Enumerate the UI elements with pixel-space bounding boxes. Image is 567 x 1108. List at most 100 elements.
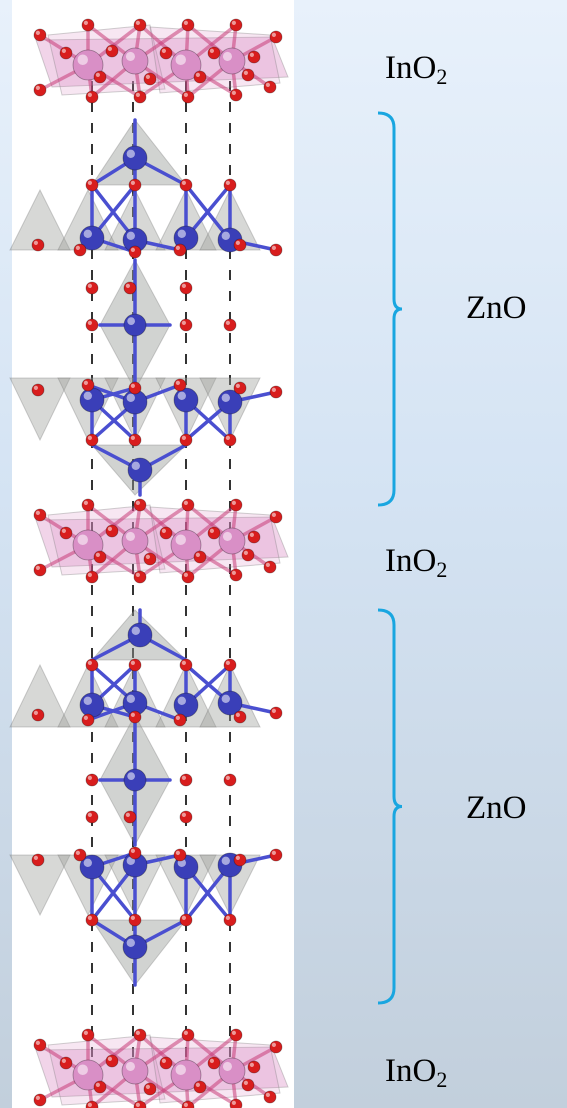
zinc-atom [173,692,199,718]
oxygen-atom-highlight [61,1058,66,1063]
oxygen-atom-highlight [125,283,130,288]
oxygen-atom [123,281,137,295]
oxygen-atom-highlight [225,320,230,325]
oxygen-atom-highlight [61,48,66,54]
oxygen-atom [223,433,237,447]
label-ino2-bottom: InO2 [385,1053,448,1092]
oxygen-atom [179,281,193,295]
oxygen-atom [85,913,99,927]
oxygen-atom [128,381,142,395]
oxygen-atom [181,90,195,104]
oxygen-atom [81,713,95,727]
oxygen-atom [173,378,187,392]
oxygen-atom-highlight [83,20,88,25]
zinc-atom [123,313,147,337]
oxygen-atom [59,46,73,60]
indium-atom-highlight [77,54,88,65]
oxygen-atom-highlight [225,435,230,440]
oxygen-atom-highlight [249,532,254,538]
oxygen-atom [143,72,157,86]
polyhedron-face [9,663,71,728]
indium-atom-highlight [222,1061,232,1071]
oxygen-atom [241,1078,255,1092]
oxygen-atom-highlight [161,528,166,534]
oxygen-atom [85,810,99,824]
oxygen-atom [173,713,187,727]
zinc-atom-highlight [126,393,135,402]
indium-atom-highlight [77,1064,88,1075]
indium-atom-highlight [125,51,135,61]
zinc-atom-highlight [126,694,135,703]
oxygen-atom-highlight [130,435,135,440]
zinc-atom-highlight [127,772,135,781]
oxygen-atom-highlight [175,245,180,250]
oxygen-atom-highlight [125,812,130,818]
oxygen-atom-highlight [271,512,276,518]
oxygen-atom-highlight [130,180,135,185]
oxygen-atom-highlight [87,812,92,818]
zinc-atom [123,768,147,792]
zinc-atom-highlight [126,938,135,947]
oxygen-atom [73,243,87,257]
indium-atom-highlight [175,54,186,65]
oxygen-atom-highlight [183,20,188,25]
zinc-atom-highlight [83,858,93,867]
oxygen-atom [81,498,95,512]
oxygen-atom [128,710,142,724]
oxygen-atom [81,18,95,32]
oxygen-atom-highlight [161,1058,166,1063]
oxygen-atom-highlight [265,1092,270,1097]
oxygen-atom [128,913,142,927]
oxygen-atom-highlight [130,383,135,388]
oxygen-atom-highlight [145,1084,150,1089]
oxygen-atom [181,1028,195,1042]
oxygen-atom-highlight [75,245,80,250]
zinc-atom-highlight [177,391,186,400]
oxygen-atom-highlight [265,562,270,568]
oxygen-atom [123,810,137,824]
oxygen-atom-highlight [181,812,186,818]
oxygen-atom [93,550,107,564]
oxygen-atom-highlight [271,387,276,392]
oxygen-atom [179,913,193,927]
oxygen-atom-highlight [235,855,240,861]
label-zno-upper: ZnO [466,290,527,326]
oxygen-atom [133,498,147,512]
oxygen-atom [269,30,283,44]
oxygen-atom [33,563,47,577]
zinc-atom-highlight [131,626,140,635]
oxygen-atom-highlight [95,552,100,558]
oxygen-atom-highlight [135,500,140,505]
oxygen-atom [133,18,147,32]
zinc-atom-highlight [83,696,93,705]
zinc-atom-highlight [177,696,186,705]
oxygen-atom-highlight [265,82,270,87]
oxygen-atom-highlight [87,92,92,97]
oxygen-atom-highlight [87,435,92,440]
oxygen-atom-highlight [181,435,186,440]
oxygen-atom-highlight [271,708,276,714]
oxygen-atom [269,510,283,524]
oxygen-atom-highlight [235,712,240,718]
oxygen-atom [85,318,99,332]
oxygen-atom-highlight [75,850,80,856]
indium-atom [121,527,149,555]
oxygen-atom-highlight [181,180,186,185]
oxygen-atom [223,318,237,332]
oxygen-atom-highlight [145,74,150,79]
oxygen-atom-highlight [175,850,180,856]
oxygen-atom [193,70,207,84]
oxygen-atom-highlight [135,20,140,25]
zinc-atom-highlight [83,229,93,238]
oxygen-atom [179,178,193,192]
oxygen-atom-highlight [271,32,276,38]
oxygen-atom-highlight [195,1082,200,1087]
oxygen-atom [179,773,193,787]
oxygen-atom-highlight [83,715,88,721]
polyhedron-face [9,377,71,442]
oxygen-atom-highlight [87,283,92,288]
oxygen-atom-highlight [87,915,92,921]
oxygen-atom [33,1093,47,1107]
oxygen-atom [133,90,147,104]
oxygen-atom [229,88,243,102]
